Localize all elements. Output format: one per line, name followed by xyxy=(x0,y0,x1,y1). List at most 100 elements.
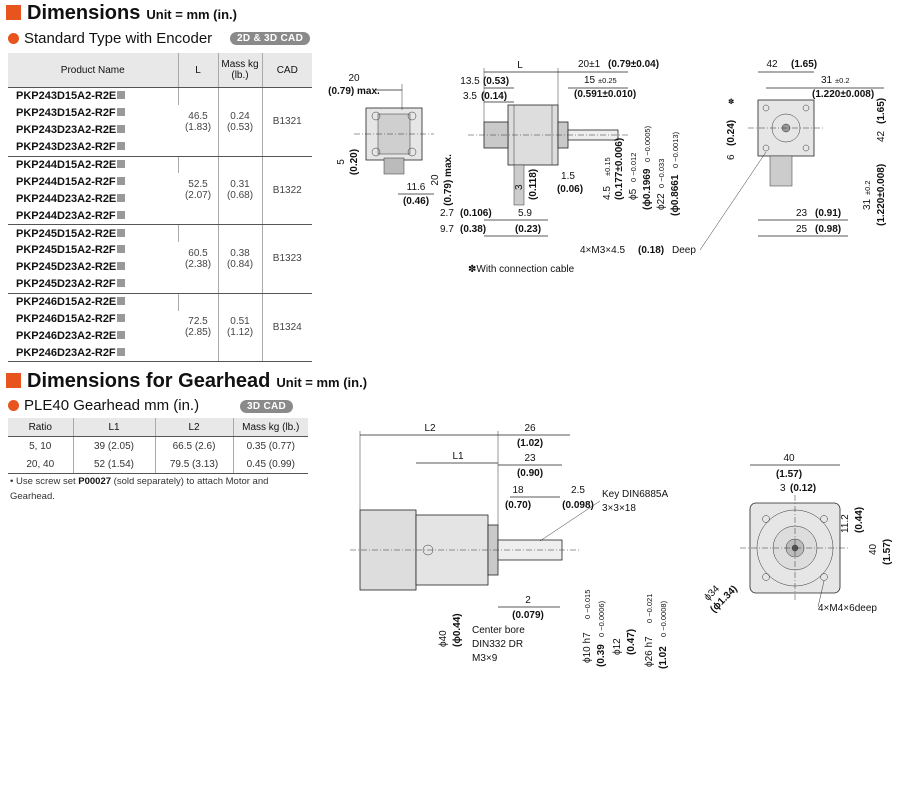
motor-dimension-drawing: 20 (0.79) max. 5 (0.20) 11.6 (0.46) 20 (… xyxy=(328,59,887,275)
table-row: PKP244D23A2-R2F xyxy=(8,207,312,226)
cell-mass-mm: 0.38 xyxy=(230,247,250,259)
variant-box-icon xyxy=(117,297,126,306)
cell-product-name: PKP245D15A2-R2E xyxy=(8,224,179,243)
cell-cad: B1323 xyxy=(262,224,312,294)
section-heading-dimensions: Dimensions Unit = mm (in.) xyxy=(6,2,237,25)
cell-l-in: (2.38) xyxy=(184,258,212,270)
col-header-cad: CAD xyxy=(262,53,312,88)
note-text: • Use screw set xyxy=(10,476,79,487)
section-marker-icon xyxy=(6,5,21,20)
product-name: PKP246D15A2-R2E xyxy=(16,296,117,309)
cell-l: 52.5(2.07) xyxy=(178,156,219,226)
dim-9-7: 9.7 xyxy=(440,224,454,235)
cell-product-name: PKP246D23A2-R2F xyxy=(8,344,178,363)
subsection-title: Standard Type with Encoder xyxy=(24,30,213,47)
dim-091: (0.91) xyxy=(815,208,841,219)
product-name: PKP246D23A2-R2E xyxy=(16,329,117,342)
dim-phi10h7: ϕ10 h7 xyxy=(582,632,593,663)
product-name: PKP245D15A2-R2E xyxy=(16,227,117,240)
dim-20-vertical: 20 xyxy=(430,174,441,186)
cell-l2: 79.5 (3.13) xyxy=(155,455,234,474)
dim-25: 25 xyxy=(796,224,808,235)
variant-box-icon xyxy=(116,279,125,288)
dim-tol-015: ±0.15 xyxy=(603,157,612,176)
dim-053: (0.53) xyxy=(483,76,509,87)
dim-006: (0.06) xyxy=(557,184,583,195)
table-row: PKP246D23A2-R2F xyxy=(8,344,312,363)
dim-024: (0.24) xyxy=(726,120,737,146)
gearhead-front-view xyxy=(740,495,850,601)
dim-20-pm1: 20±1 xyxy=(578,59,601,70)
screw-spec: 4×M3×4.5 xyxy=(580,245,625,256)
dim-5-9: 5.9 xyxy=(518,208,532,219)
dim-phi5-tol: 0 −0.012 xyxy=(629,153,638,182)
cell-product-name: PKP243D15A2-R2F xyxy=(8,105,178,122)
dim-40: 40 xyxy=(783,453,795,464)
dim-098: (0.98) xyxy=(815,224,841,235)
cell-mass-in: (1.12) xyxy=(226,327,254,339)
dim-phi5: ϕ5 xyxy=(628,188,639,200)
gearhead-side-view xyxy=(350,509,580,591)
dim-102: (1.02) xyxy=(517,438,543,449)
product-name: PKP243D15A2-R2F xyxy=(16,107,116,120)
variant-box-icon xyxy=(117,125,126,134)
product-name: PKP245D15A2-R2F xyxy=(16,244,116,257)
cell-ratio: 5, 10 xyxy=(8,436,74,455)
table-row: PKP243D23A2-R2E xyxy=(8,122,312,139)
cell-l: 72.5(2.85) xyxy=(178,293,219,363)
dim-phi044: (ϕ0.44) xyxy=(452,613,463,647)
cell-product-name: PKP243D23A2-R2E xyxy=(8,122,178,139)
cell-ratio: 20, 40 xyxy=(8,455,74,474)
subsection-heading-encoder: Standard Type with Encoder xyxy=(8,30,212,47)
subsection-heading-gearhead: PLE40 Gearhead mm (in.) xyxy=(8,397,199,414)
product-name: PKP243D23A2-R2E xyxy=(16,124,117,137)
key-size: 3×3×18 xyxy=(602,503,636,514)
product-table: Product Name L Mass kg (lb.) CAD PKP243D… xyxy=(8,53,312,363)
product-name: PKP243D15A2-R2E xyxy=(16,90,117,103)
variant-box-icon xyxy=(116,108,125,117)
dim-0079: (0.079) xyxy=(512,610,544,621)
subsection-title: PLE40 Gearhead mm (in.) xyxy=(24,397,200,414)
variant-box-icon xyxy=(117,160,126,168)
dim-l1: L1 xyxy=(452,451,464,462)
motor-front-view xyxy=(748,99,824,187)
dim-044: (0.44) xyxy=(854,507,865,533)
col-header-product: Product Name xyxy=(8,53,179,88)
dim-phi08661: (ϕ0.8661 xyxy=(670,174,681,216)
section-unit: Unit = mm (in.) xyxy=(146,7,237,22)
cell-cad: B1322 xyxy=(262,156,312,226)
cell-product-name: PKP244D15A2-R2F xyxy=(8,173,178,190)
dim-1220: (1.220±0.008) xyxy=(812,89,874,100)
cell-mass-mm: 0.31 xyxy=(230,179,250,191)
cell-mass-mm: 0.51 xyxy=(230,316,250,328)
dim-tol-02-vertical: ±0.2 xyxy=(863,180,872,195)
dim-20: 20 xyxy=(348,73,360,84)
cell-product-name: PKP245D15A2-R2F xyxy=(8,242,178,259)
table-row: PKP245D23A2-R2E xyxy=(8,259,312,276)
dim-23: 23 xyxy=(524,453,536,464)
cell-product-name: PKP243D15A2-R2E xyxy=(8,87,179,105)
dim-42-vertical: 42 xyxy=(876,130,887,142)
cell-l-in: (2.07) xyxy=(184,190,212,202)
dim-l2: L2 xyxy=(424,423,436,434)
cell-product-name: PKP246D23A2-R2E xyxy=(8,327,178,344)
dim-047: (0.47) xyxy=(626,629,637,655)
cell-l-mm: 60.5 xyxy=(188,247,208,259)
motor-side-view xyxy=(468,104,628,206)
product-name: PKP246D23A2-R2F xyxy=(16,346,116,359)
dim-157-vertical: (1.57) xyxy=(882,539,893,565)
cell-product-name: PKP246D15A2-R2F xyxy=(8,311,178,328)
cell-l2: 66.5 (2.6) xyxy=(155,436,234,455)
dim-079-max-vertical: (0.79) max. xyxy=(443,154,454,206)
table-row: PKP245D15A2-R2F xyxy=(8,242,312,259)
cell-l1: 39 (2.05) xyxy=(73,436,156,455)
table-row: PKP246D23A2-R2E xyxy=(8,327,312,344)
dim-023: (0.23) xyxy=(515,224,541,235)
gearhead-table: Ratio L1 L2 Mass kg (lb.) 5, 10 39 (2.05… xyxy=(8,418,308,474)
dim-0177: (0.177±0.006) xyxy=(614,138,625,200)
dim-0118: (0.118) xyxy=(528,169,539,200)
dim-014: (0.14) xyxy=(481,91,507,102)
cad-badge: 2D & 3D CAD xyxy=(230,32,311,45)
